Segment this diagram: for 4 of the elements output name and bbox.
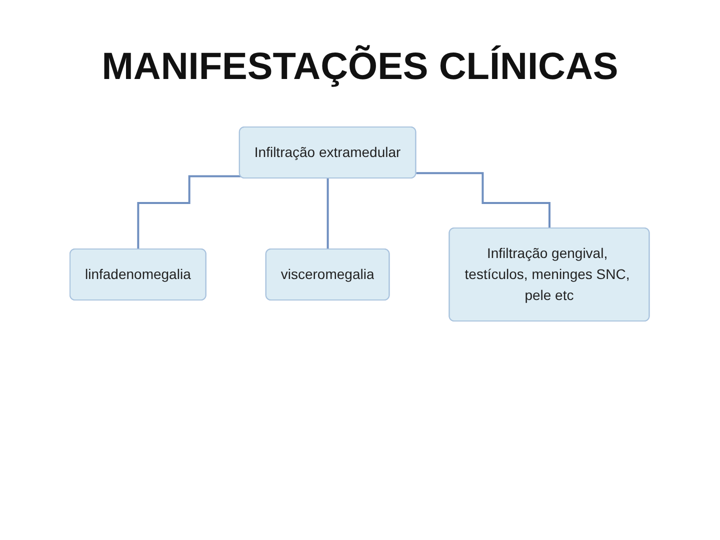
connector [327,178,330,250]
connector [416,172,552,230]
connector [138,175,242,250]
slide-title: MANIFESTAÇÕES CLÍNICAS [100,46,620,89]
